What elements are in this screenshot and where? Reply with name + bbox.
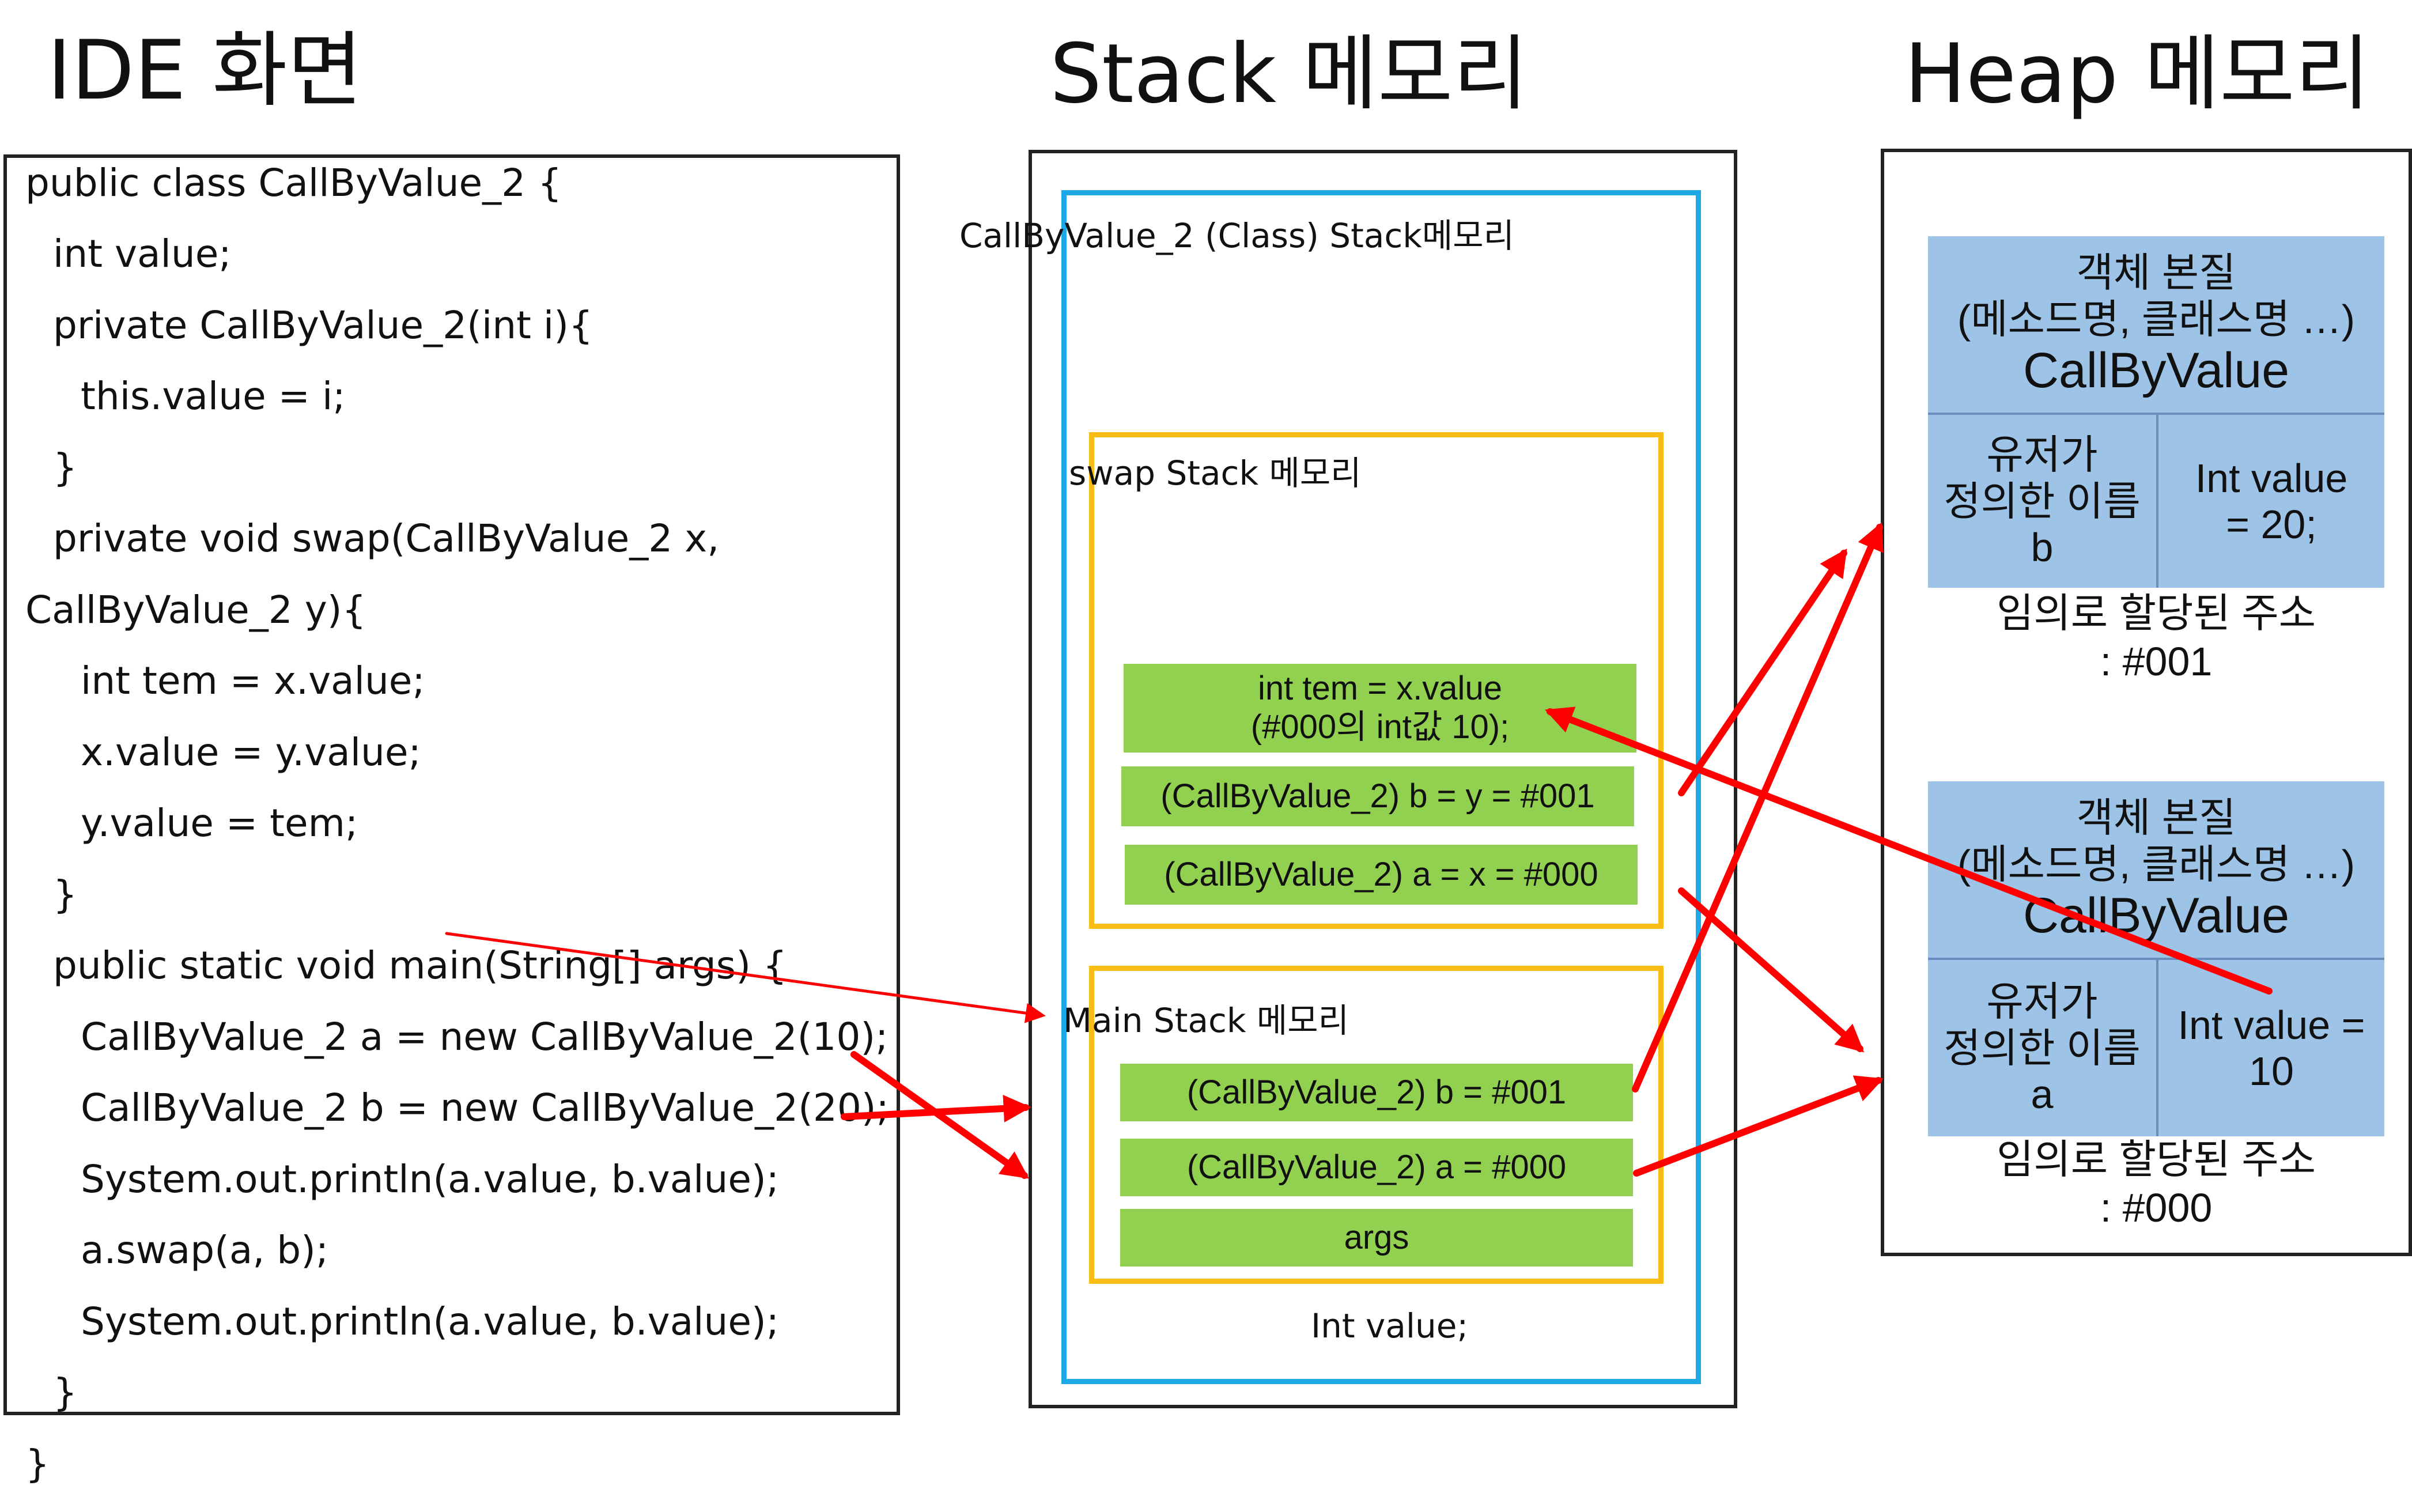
heap-object-001-col-divider <box>2156 415 2158 588</box>
heap-object-000-user-name: 유저가 정의한 이름 a <box>1928 960 2156 1136</box>
code-line: System.out.println(a.value, b.value); <box>81 1299 779 1344</box>
heap-object-000-address: 임의로 할당된 주소 : #000 <box>1996 1137 2316 1230</box>
ide-code-panel <box>3 154 900 1415</box>
stack-var-swap-b: (CallByValue_2) b = y = #001 <box>1121 766 1634 826</box>
code-line: x.value = y.value; <box>81 730 421 774</box>
code-line: public class CallByValue_2 { <box>25 161 562 205</box>
code-line: this.value = i; <box>81 374 346 418</box>
code-line: int value; <box>53 232 232 276</box>
class-stack-frame <box>1061 190 1701 1384</box>
stack-panel <box>1029 150 1737 1408</box>
stack-var-args: args <box>1120 1209 1633 1267</box>
heap-object-001-divider <box>1928 413 2384 415</box>
ide-heading: IDE 화면 <box>47 23 363 118</box>
class-field-label: Int value; <box>1311 1306 1469 1345</box>
heap-object-001-field: Int value = 20; <box>2158 415 2384 588</box>
stack-var-swap-a: (CallByValue_2) a = x = #000 <box>1125 845 1638 905</box>
main-stack-label: Main Stack 메모리 <box>1063 1001 1349 1040</box>
class-stack-label: CallByValue_2 (Class) Stack메모리 <box>959 216 1514 255</box>
code-line: y.value = tem; <box>81 801 358 845</box>
stack-heading: Stack 메모리 <box>1050 27 1529 122</box>
stack-var-main-a: (CallByValue_2) a = #000 <box>1120 1139 1633 1196</box>
main-stack-frame <box>1089 966 1664 1284</box>
arrow-swap-a-to-heap-000 <box>1678 887 1865 1053</box>
heap-object-001-header: 객체 본질 (메소드명, 클래스명 …) CallByValue <box>1928 236 2384 413</box>
heap-object-001-address: 임의로 할당된 주소 : #001 <box>1996 591 2316 684</box>
heap-object-001-subtitle: (메소드명, 클래스명 …) <box>1957 296 2356 342</box>
heap-object-000-divider <box>1928 958 2384 960</box>
stack-var-main-b: (CallByValue_2) b = #001 <box>1120 1064 1633 1121</box>
heap-heading: Heap 메모리 <box>1904 27 2371 122</box>
heap-object-000-subtitle: (메소드명, 클래스명 …) <box>1957 841 2356 887</box>
heap-object-000-col-divider <box>2156 960 2158 1136</box>
arrow-swap-b-to-heap-001 <box>1678 549 1847 796</box>
arrow-heap-value-to-tem <box>1545 706 2273 995</box>
arrow-main-a-to-heap-000 <box>1633 1075 1884 1177</box>
swap-stack-frame <box>1089 432 1664 929</box>
code-line: } <box>53 1370 77 1415</box>
code-line: CallByValue_2 b = new CallByValue_2(20); <box>81 1086 889 1130</box>
code-line: } <box>53 872 77 917</box>
code-line: private CallByValue_2(int i){ <box>53 303 593 347</box>
swap-stack-label: swap Stack 메모리 <box>1069 453 1362 493</box>
heap-object-001-title: 객체 본질 <box>2076 250 2236 296</box>
heap-object-000-title: 객체 본질 <box>2076 795 2236 841</box>
code-line: a.swap(a, b); <box>81 1228 329 1272</box>
arrow-new-b-to-stack <box>841 1094 1031 1122</box>
arrow-main-to-main-stack <box>445 932 1046 1023</box>
arrow-main-b-to-heap-001 <box>1632 522 1884 1093</box>
code-line: } <box>25 1442 50 1486</box>
code-line: } <box>53 445 77 490</box>
code-line: public static void main(String[] args) { <box>53 943 787 988</box>
heap-object-001-user-name: 유저가 정의한 이름 b <box>1928 415 2156 588</box>
code-line: CallByValue_2 a = new CallByValue_2(10); <box>81 1015 889 1059</box>
heap-panel <box>1881 149 2412 1256</box>
code-line: int tem = x.value; <box>81 659 425 703</box>
code-line: System.out.println(a.value, b.value); <box>81 1157 779 1201</box>
code-line: private void swap(CallByValue_2 x, <box>53 516 720 561</box>
heap-object-001-class: CallByValue <box>2022 343 2290 399</box>
code-listing: public class CallByValue_2 { int value; … <box>25 164 947 1501</box>
code-line: CallByValue_2 y){ <box>25 588 366 632</box>
